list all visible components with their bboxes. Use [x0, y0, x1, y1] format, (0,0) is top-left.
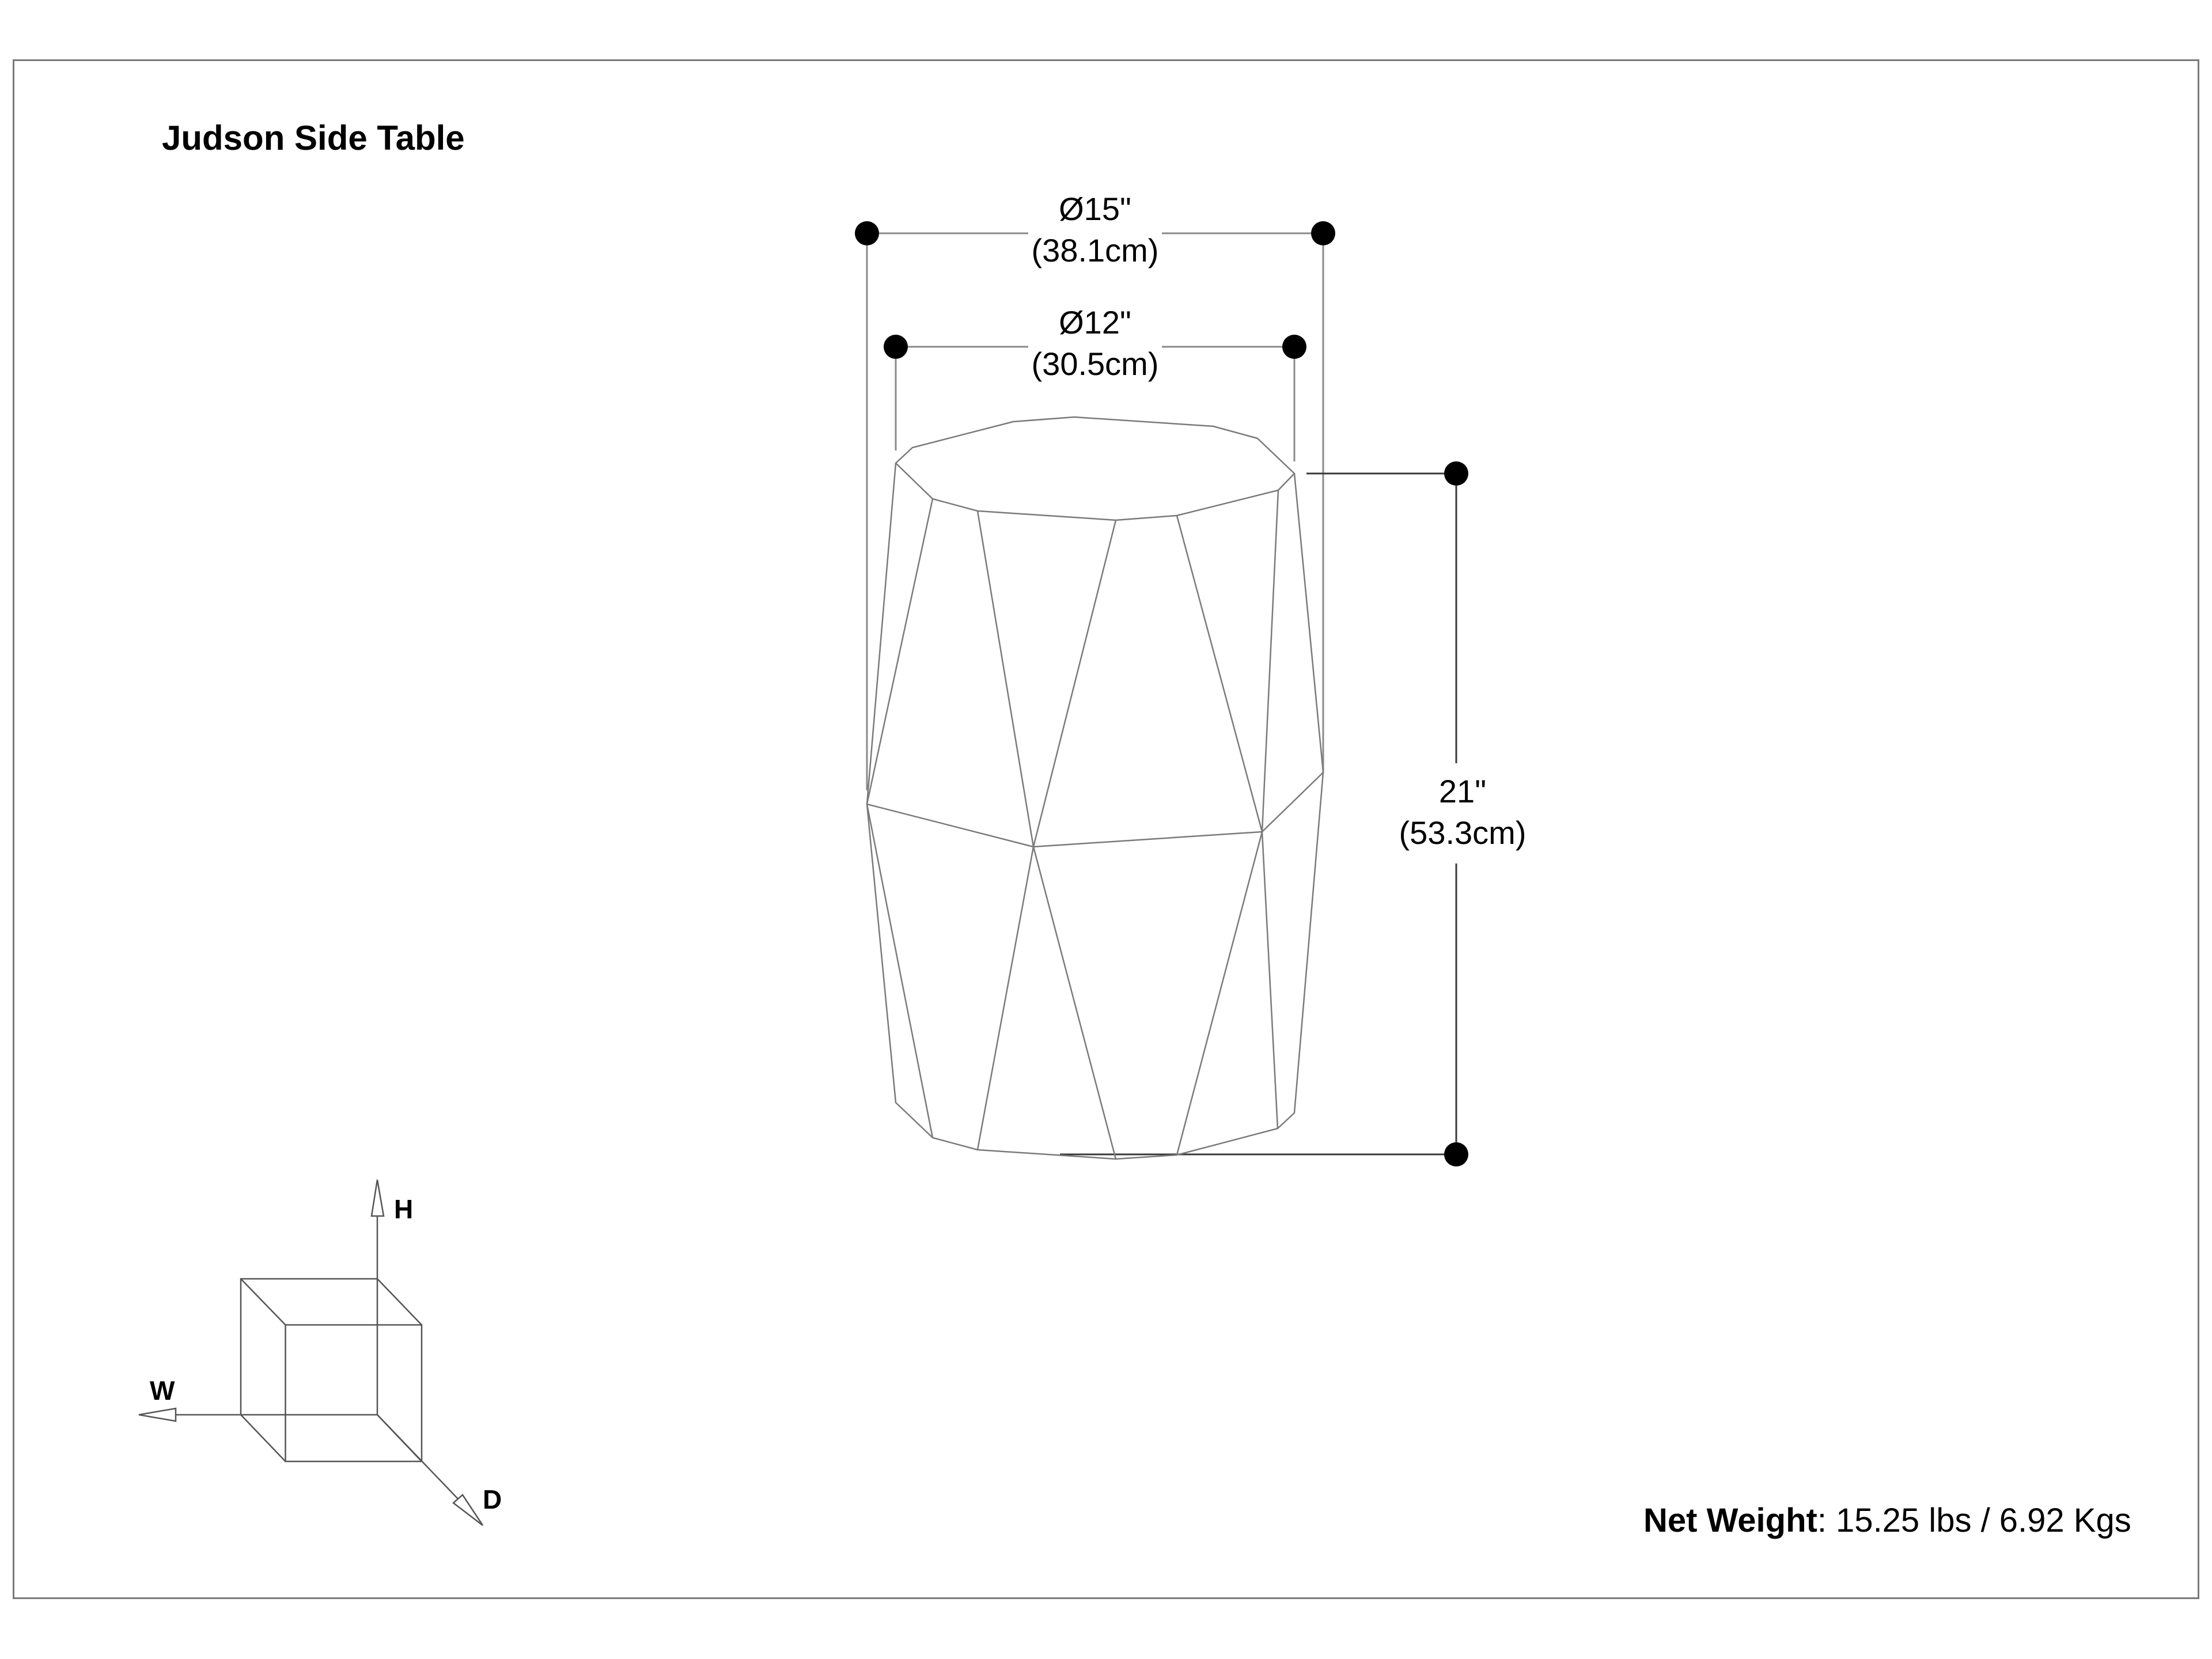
- orientation-cube: [138, 1179, 484, 1526]
- outer-diameter-imperial: Ø15": [1059, 191, 1131, 227]
- net-weight-label: Net Weight: [1643, 1502, 1817, 1539]
- height-label: 21" (53.3cm): [1399, 771, 1527, 854]
- depth-axis-label: D: [483, 1484, 502, 1514]
- height-dimension: [1060, 472, 1457, 1156]
- net-weight: Net Weight: 15.25 lbs / 6.92 Kgs: [1643, 1501, 2131, 1540]
- cube-back-face: [240, 1278, 378, 1416]
- outer-diameter-label: Ø15" (38.1cm): [1032, 188, 1159, 271]
- height-axis-label: H: [394, 1194, 414, 1224]
- middle-band: [866, 772, 1324, 848]
- width-axis-label: W: [150, 1376, 175, 1406]
- outer-diameter-dot-left: [855, 221, 879, 245]
- drawing-frame: [13, 59, 2199, 1599]
- side-table-wireframe: [866, 416, 1324, 1160]
- height-dot-top: [1444, 461, 1468, 486]
- depth-axis: [377, 1414, 459, 1499]
- inner-diameter-imperial: Ø12": [1059, 304, 1131, 340]
- net-weight-separator: :: [1817, 1502, 1827, 1539]
- height-arrow-icon: [370, 1179, 385, 1217]
- height-metric: (53.3cm): [1399, 815, 1527, 851]
- tabletop-outline: [895, 416, 1296, 521]
- outer-diameter-metric: (38.1cm): [1031, 232, 1159, 268]
- dimension-lines: [866, 232, 1324, 790]
- height-imperial: 21": [1438, 773, 1487, 809]
- depth-arrow-icon: [452, 1494, 484, 1526]
- dimension-endpoints: [855, 221, 1468, 1166]
- width-arrow-icon: [138, 1407, 177, 1422]
- base-outline: [866, 772, 1324, 1160]
- net-weight-value: 15.25 lbs / 6.92 Kgs: [1826, 1502, 2131, 1539]
- outer-diameter-dot-right: [1311, 221, 1335, 245]
- product-title: Judson Side Table: [162, 119, 465, 157]
- inner-diameter-dot-right: [1282, 335, 1306, 359]
- inner-diameter-dot-left: [884, 335, 908, 359]
- height-dot-bottom: [1444, 1142, 1468, 1166]
- inner-diameter-label: Ø12" (30.5cm): [1032, 302, 1159, 385]
- cube-front-face: [285, 1324, 423, 1463]
- inner-diameter-metric: (30.5cm): [1031, 346, 1159, 382]
